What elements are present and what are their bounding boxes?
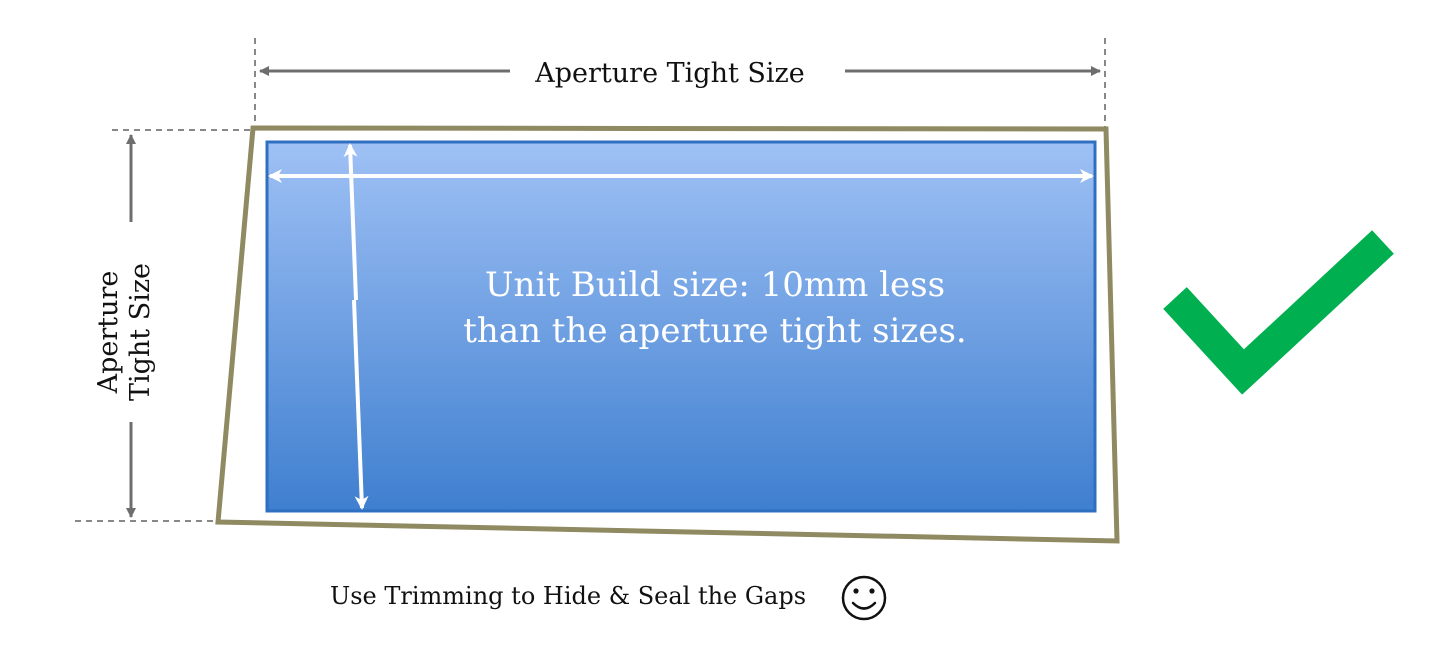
unit-height-arrow-down bbox=[352, 299, 369, 510]
left-dimension-label-line1: Aperture bbox=[93, 270, 124, 394]
unit-build-size-line1: Unit Build size: 10mm less bbox=[484, 265, 946, 305]
unit-build-size-label: Unit Build size: 10mm less than the aper… bbox=[420, 262, 1010, 354]
unit-height-arrow-up bbox=[343, 143, 358, 301]
unit-rectangle bbox=[265, 140, 1097, 513]
top-dimension-label: Aperture Tight Size bbox=[535, 58, 805, 89]
unit-build-size-line2: than the aperture tight sizes. bbox=[463, 311, 967, 351]
aperture-outline bbox=[215, 125, 1120, 544]
checkmark-icon bbox=[1163, 230, 1394, 395]
left-dimension-label-line2: Tight Size bbox=[125, 262, 156, 402]
smiley-face-icon bbox=[841, 575, 887, 621]
footer-note: Use Trimming to Hide & Seal the Gaps bbox=[330, 582, 807, 610]
left-dimension-label: Aperture Tight Size bbox=[93, 212, 157, 452]
